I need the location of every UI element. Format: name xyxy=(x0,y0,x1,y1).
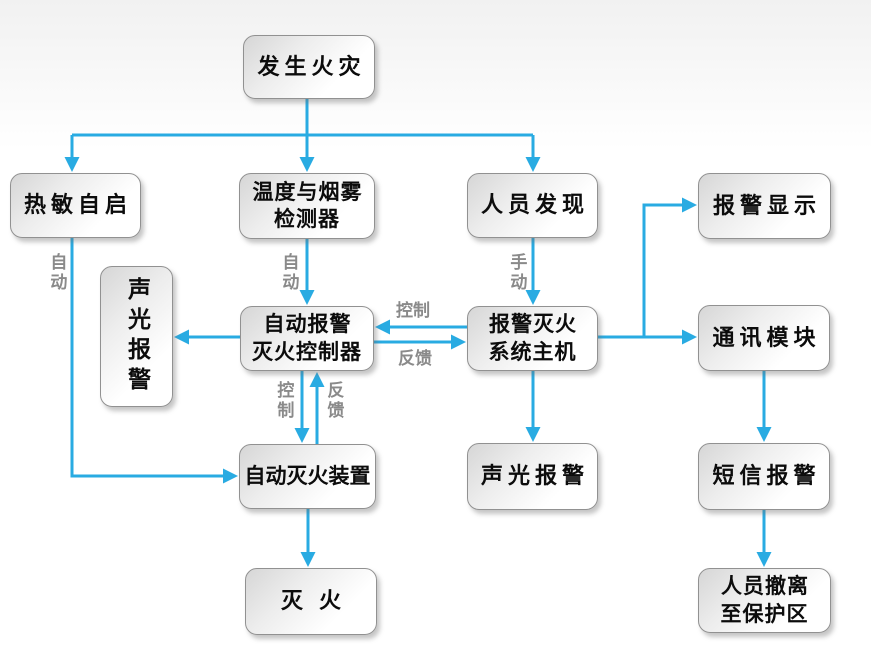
node-extinguish-fire-label: 灭 火 xyxy=(280,588,347,614)
edge-thermal-to-device xyxy=(70,238,238,484)
edge-label-auto-thermal: 自动 xyxy=(47,253,67,293)
node-temp-smoke-detector: 温度与烟雾 检测器 xyxy=(239,173,375,239)
node-communication-module: 通讯模块 xyxy=(698,305,830,371)
edge-host-to-alarm-display xyxy=(642,197,697,337)
node-alarm-display-label: 报警显示 xyxy=(712,192,821,218)
node-sound-light-alarm-side-label: 声光报警 xyxy=(124,276,151,397)
node-thermal-auto-start: 热敏自启 xyxy=(10,173,141,238)
node-alarm-extinguish-system-host-label: 报警灭火 系统主机 xyxy=(488,313,577,364)
edge-label-feedback-horizontal: 反馈 xyxy=(398,349,432,368)
node-sms-alarm-label: 短信报警 xyxy=(712,463,821,489)
node-sound-light-alarm-side: 声光报警 xyxy=(100,266,173,407)
edge-label-control-vertical: 控制 xyxy=(274,381,294,421)
node-extinguish-fire: 灭 火 xyxy=(245,568,377,635)
edge-label-control-horizontal: 控制 xyxy=(396,301,430,320)
node-fire-occurs: 发生火灾 xyxy=(243,35,375,99)
edge-label-auto-detector: 自动 xyxy=(279,253,299,293)
node-sound-light-alarm-label: 声光报警 xyxy=(480,463,589,489)
node-auto-extinguish-device-label: 自动灭火装置 xyxy=(244,464,371,488)
node-communication-module-label: 通讯模块 xyxy=(712,324,821,350)
node-sound-light-alarm: 声光报警 xyxy=(467,443,598,510)
node-personnel-discovery-label: 人员发现 xyxy=(480,192,589,218)
node-evacuate-to-protected-area-label: 人员撤离 至保护区 xyxy=(720,575,809,626)
node-alarm-display: 报警显示 xyxy=(698,173,831,239)
node-alarm-extinguish-system-host: 报警灭火 系统主机 xyxy=(467,306,598,371)
edge-label-feedback-vertical: 反馈 xyxy=(324,381,344,421)
node-auto-extinguish-device: 自动灭火装置 xyxy=(239,444,376,509)
node-fire-occurs-label: 发生火灾 xyxy=(257,53,366,79)
node-sms-alarm: 短信报警 xyxy=(698,443,830,510)
node-evacuate-to-protected-area: 人员撤离 至保护区 xyxy=(698,568,831,633)
node-auto-alarm-extinguish-controller: 自动报警 灭火控制器 xyxy=(240,306,374,371)
node-thermal-auto-start-label: 热敏自启 xyxy=(23,192,132,218)
node-temp-smoke-detector-label: 温度与烟雾 检测器 xyxy=(252,180,363,231)
edge-label-manual: 手动 xyxy=(507,253,527,293)
node-personnel-discovery: 人员发现 xyxy=(467,173,598,238)
node-auto-alarm-extinguish-controller-label: 自动报警 灭火控制器 xyxy=(252,313,362,364)
